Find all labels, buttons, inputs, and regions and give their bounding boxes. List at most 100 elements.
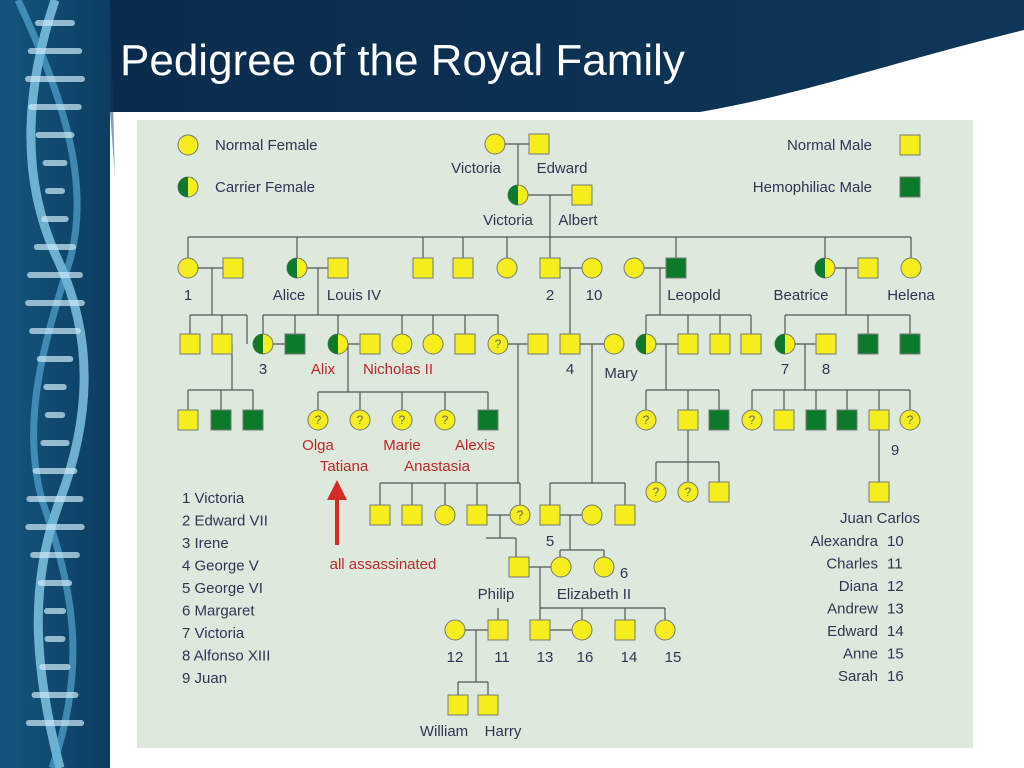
- key-right-number: 11: [887, 556, 903, 573]
- person-alfonso-xiii: [815, 333, 837, 355]
- person-child: [412, 257, 434, 279]
- person-leopold: [665, 257, 687, 279]
- male-symbol: [527, 333, 549, 355]
- person-grandchild: [527, 333, 549, 355]
- male-symbol: [477, 409, 499, 431]
- label-n1: 1: [184, 287, 192, 304]
- carrier-half: [815, 258, 825, 278]
- person-edward: [528, 133, 550, 155]
- dna-rung: [44, 636, 66, 642]
- male-symbol: [359, 333, 381, 355]
- person-alice: [286, 257, 308, 279]
- label-albert: Albert: [558, 212, 598, 229]
- female-symbol: [900, 257, 922, 279]
- dna-rung: [25, 720, 85, 726]
- male-symbol: [571, 184, 593, 206]
- person-ggchild: ?: [635, 409, 657, 431]
- key-left-item: 8 Alfonso XIII: [182, 648, 270, 665]
- female-symbol: [484, 133, 506, 155]
- person-ggchild: [677, 409, 699, 431]
- person-mary: [603, 333, 625, 355]
- dna-rung: [33, 244, 77, 250]
- person-olga: ?: [307, 409, 329, 431]
- key-left-item: 7 Victoria: [182, 625, 245, 642]
- person-gen5: ?: [509, 504, 531, 526]
- dna-rung: [44, 188, 66, 194]
- male-symbol: [327, 257, 349, 279]
- label-anastasia: Anastasia: [404, 458, 471, 475]
- male-symbol: [868, 481, 890, 503]
- unknown-mark: ?: [907, 413, 914, 427]
- label-leopold: Leopold: [667, 287, 720, 304]
- label-n7: 7: [781, 361, 789, 378]
- male-symbol: [211, 333, 233, 355]
- male-symbol: [614, 619, 636, 641]
- female-symbol: [349, 409, 371, 431]
- legend-label: Normal Female: [215, 137, 318, 154]
- red-arrow-icon: [327, 480, 347, 545]
- key-right-number: 13: [887, 601, 904, 618]
- male-symbol: [868, 409, 890, 431]
- male-symbol: [857, 257, 879, 279]
- person-ggchild: [708, 409, 730, 431]
- dna-rung: [27, 48, 83, 54]
- female-symbol: [391, 409, 413, 431]
- male-symbol: [614, 504, 636, 526]
- male-symbol: [665, 257, 687, 279]
- carrier-half: [508, 185, 518, 205]
- person-gen5: [466, 504, 488, 526]
- label-n15: 15: [665, 649, 682, 666]
- unknown-mark: ?: [399, 413, 406, 427]
- female-symbol: [444, 619, 466, 641]
- title-banner: [0, 0, 1024, 112]
- label-n14: 14: [621, 649, 638, 666]
- label-nicholas: Nicholas II: [363, 361, 433, 378]
- unknown-mark: ?: [357, 413, 364, 427]
- key-left-item: 2 Edward VII: [182, 513, 268, 530]
- key-right-number: 15: [887, 646, 904, 663]
- carrier-half: [775, 334, 785, 354]
- person-spouse-1: [222, 257, 244, 279]
- person-spouse-beatrice: [857, 257, 879, 279]
- male-symbol: [708, 481, 730, 503]
- label-n5: 5: [546, 533, 554, 550]
- person-grandchild: [740, 333, 762, 355]
- legend-male-symbol: [899, 134, 921, 156]
- person-alexandra: [581, 257, 603, 279]
- female-symbol: [391, 333, 413, 355]
- female-symbol: [645, 481, 667, 503]
- unknown-mark: ?: [442, 413, 449, 427]
- legend-carrier-half: [178, 177, 188, 197]
- key-left-item: 9 Juan: [182, 670, 227, 687]
- male-symbol: [222, 257, 244, 279]
- label-alice: Alice: [273, 287, 306, 304]
- female-symbol: [177, 257, 199, 279]
- person-anastasia: ?: [434, 409, 456, 431]
- key-right-number: 16: [887, 668, 904, 685]
- person-diana: [444, 619, 466, 641]
- person-child: [452, 257, 474, 279]
- dna-rung: [27, 272, 83, 278]
- male-symbol: [836, 409, 858, 431]
- male-symbol: [177, 409, 199, 431]
- dna-rung: [25, 524, 85, 530]
- person-grandchild: [211, 333, 233, 355]
- label-n2: 2: [546, 287, 554, 304]
- person-grandchild: ?: [487, 333, 509, 355]
- key-left-item: 5 George VI: [182, 580, 263, 597]
- male-symbol: [452, 257, 474, 279]
- person-beatrice: [814, 257, 836, 279]
- unknown-mark: ?: [749, 413, 756, 427]
- person-gggchild: ?: [645, 481, 667, 503]
- male-symbol: [179, 333, 201, 355]
- person-philip: [508, 556, 530, 578]
- person-grandchild: [857, 333, 879, 355]
- label-n3: 3: [259, 361, 267, 378]
- dna-rung: [30, 552, 80, 558]
- legend-label: Hemophiliac Male: [753, 179, 872, 196]
- legend-item: Normal Male: [787, 134, 921, 156]
- carrier-half: [636, 334, 646, 354]
- person-grandchild: [635, 333, 657, 355]
